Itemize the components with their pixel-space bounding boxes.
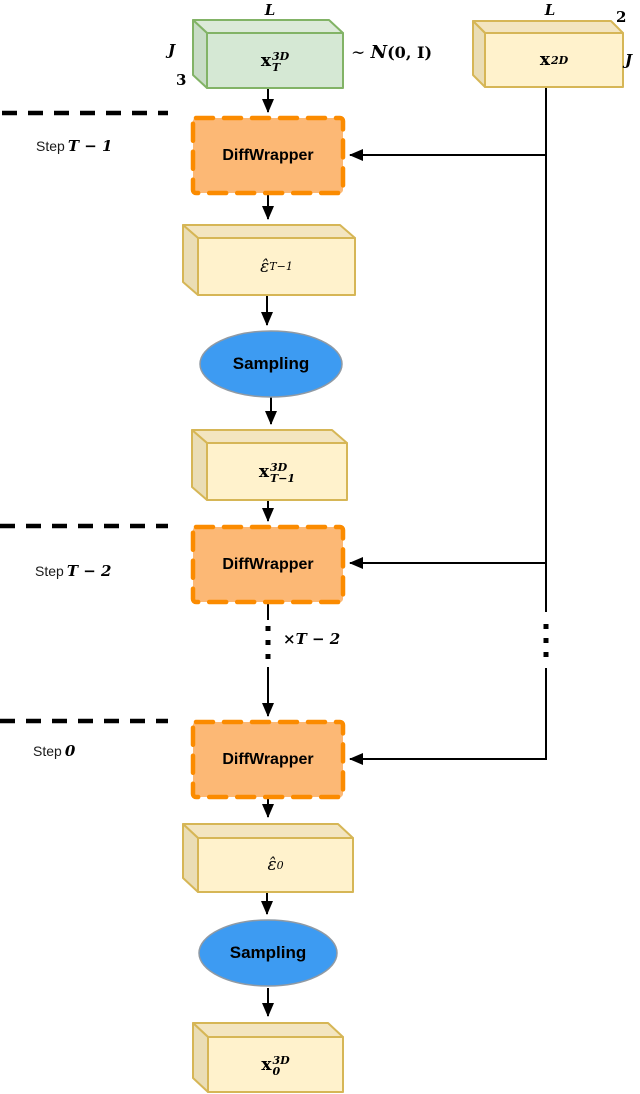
step1-value: T − 1: [67, 137, 113, 155]
step2-value: T − 2: [66, 562, 112, 580]
noise-args: (0, I): [387, 43, 433, 62]
loop-count-label: ×T − 2: [283, 630, 341, 648]
x3dT1-cube-front-face: [206, 442, 348, 501]
noise-tilde: ∼: [351, 43, 371, 63]
x3dT1-sup: 3D: [270, 460, 288, 474]
eps0-label: ε̂0: [198, 838, 353, 892]
x3dT-dim-J: J: [168, 41, 176, 59]
eps0-cube-top-face: [182, 823, 354, 839]
x3dT-sup: 3D: [271, 49, 290, 63]
noise-script-N: N: [370, 42, 388, 63]
x3dT-cube-top-face: [192, 19, 344, 34]
eps0-cube: [182, 823, 354, 893]
x2d-cube-left-face: [472, 20, 486, 88]
x3d0-cube: [192, 1022, 344, 1093]
step3-prefix: Step: [33, 743, 62, 759]
diffwrapper2-box: [190, 524, 346, 605]
arrow-x2d-to-diffwrapper3: [349, 668, 547, 765]
x3d0-base: x: [261, 1054, 272, 1075]
step1-prefix: Step: [36, 138, 65, 154]
x3dT-cube-left-face: [192, 19, 208, 89]
x3dT-cube-front-face: [206, 32, 344, 89]
x2d-dim-L: L: [544, 1, 556, 19]
epsT1-cube-front-face: [197, 237, 356, 296]
sampling1-label: Sampling: [232, 354, 310, 373]
eps0-base: ε̂: [267, 855, 277, 875]
x3dT1-cube: [191, 429, 348, 501]
x2d-base: x: [539, 50, 550, 70]
diffwrapper2-label: DiffWrapper: [222, 555, 314, 573]
x2d-sup: 2D: [550, 53, 569, 67]
epsT1-cube-top-face: [182, 224, 356, 239]
diffwrapper1-box: [190, 115, 346, 196]
eps0-cube-front-face: [197, 837, 354, 893]
diffwrapper1-label: DiffWrapper: [222, 146, 314, 164]
epsT1-cube: [182, 224, 356, 296]
x2d-dim-2: 2: [616, 8, 627, 26]
epsT1-cube-left-face: [182, 224, 199, 296]
x2d-cube-front-face: [484, 32, 624, 88]
x3d0-cube-top-face: [192, 1022, 344, 1038]
x3dT-dim-L: L: [264, 1, 276, 19]
x2d-dim-J: J: [625, 51, 633, 69]
x3dT-base: x: [260, 50, 271, 71]
x3dT1-cube-top-face: [191, 429, 348, 444]
x2d-cube: [472, 20, 624, 88]
x3dT-cube: [192, 19, 344, 89]
epsT1-label: ε̂T−1: [198, 238, 355, 295]
x2d-cube-top-face: [472, 20, 624, 34]
x3dT-dim-3: 3: [176, 71, 187, 89]
step3-value: 0: [64, 742, 76, 760]
noise-distribution-label: ∼ N(0, I): [351, 42, 432, 63]
x3d0-sup: 3D: [272, 1053, 290, 1067]
x3dT1-sub: T−1: [270, 471, 296, 485]
diffwrapper3-label: DiffWrapper: [222, 750, 314, 768]
epsT1-sub: T−1: [269, 260, 293, 273]
epsT1-base: ε̂: [260, 256, 270, 277]
x3dT1-base: x: [258, 461, 270, 482]
step2-prefix: Step: [35, 563, 64, 579]
diffwrapper3-box: [190, 719, 346, 800]
x3d0-sub: 0: [272, 1064, 281, 1078]
x3dT-sub: T: [271, 60, 281, 74]
sampling1-ellipse: [199, 330, 343, 398]
x3dT1-cube-left-face: [191, 429, 208, 501]
eps0-sub: 0: [276, 858, 284, 872]
sampling2-label: Sampling: [229, 943, 307, 962]
sampling2-ellipse: [198, 919, 338, 987]
x3d0-cube-front-face: [207, 1036, 344, 1093]
